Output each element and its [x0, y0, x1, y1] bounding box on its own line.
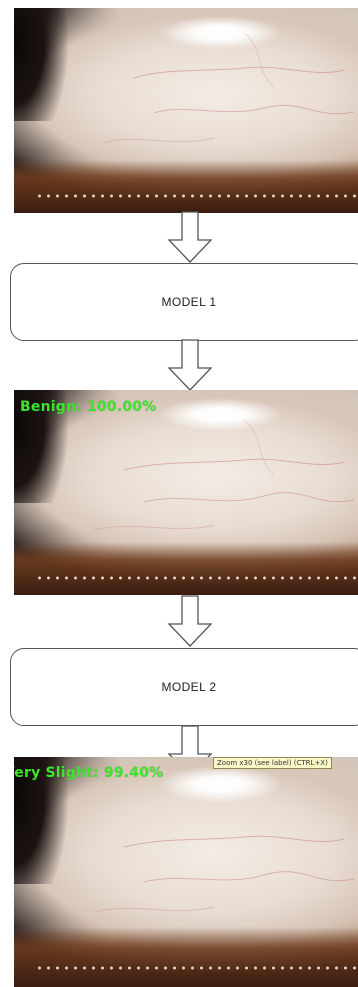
lower-eyelid [14, 927, 358, 987]
eyelash-glints [35, 193, 358, 199]
eye-image-model-1-output: Benign: 100.00% [14, 390, 358, 595]
eyelash-glints [35, 965, 358, 971]
lower-eyelid [14, 542, 358, 595]
lower-eyelid [14, 160, 358, 213]
model-1-box: MODEL 1 [10, 263, 358, 341]
prediction-label-very-slight: Very Slight: 99.40% [14, 765, 163, 781]
model-1-label: MODEL 1 [161, 295, 216, 309]
model-2-box: MODEL 2 [10, 648, 358, 726]
eye-image-model-2-output: Very Slight: 99.40% Zoom x30 (see label)… [14, 757, 358, 987]
flow-arrow-3 [166, 594, 214, 648]
eyelash-glints [35, 575, 358, 581]
flow-arrow-1 [166, 210, 214, 264]
prediction-label-benign: Benign: 100.00% [20, 399, 156, 415]
flow-arrow-2 [166, 338, 214, 392]
model-2-label: MODEL 2 [161, 680, 216, 694]
eye-image-input [14, 8, 358, 213]
zoom-tooltip: Zoom x30 (see label) (CTRL+X) [213, 757, 332, 769]
